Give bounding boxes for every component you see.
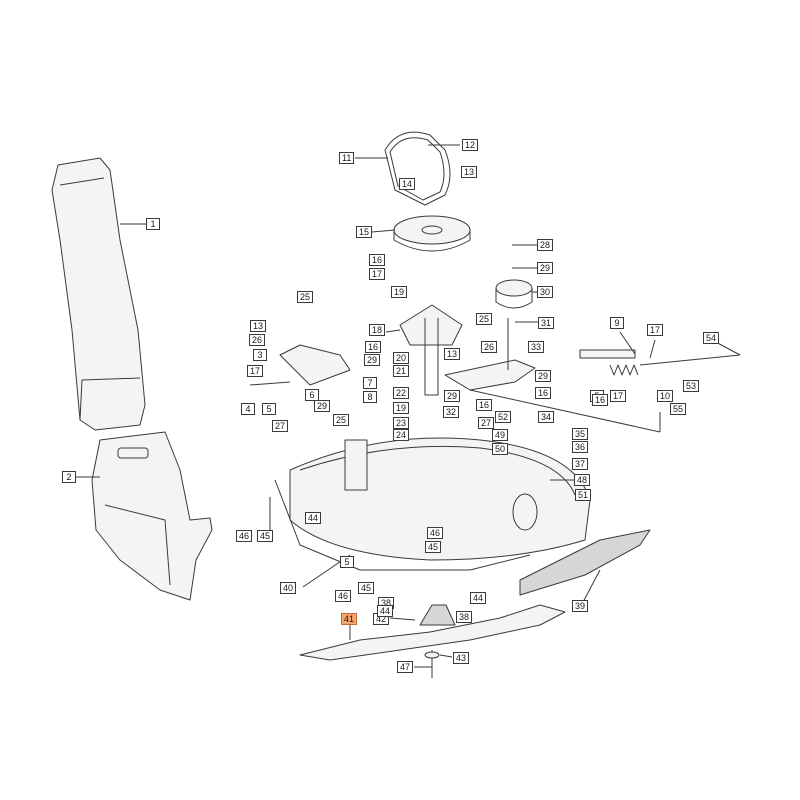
callout-29d: 29: [444, 390, 461, 402]
callout-47: 47: [397, 661, 414, 673]
callout-41-highlighted: 41: [341, 613, 358, 625]
callout-1: 1: [146, 218, 160, 230]
callout-16b: 16: [365, 341, 382, 353]
callout-8: 8: [363, 391, 377, 403]
callout-45b: 45: [425, 541, 442, 553]
callout-40: 40: [280, 582, 297, 594]
callout-5: 5: [262, 403, 276, 415]
callout-6: 6: [305, 389, 319, 401]
deflector-guard: [91, 431, 213, 601]
callout-30: 30: [537, 286, 554, 298]
callout-23: 23: [393, 417, 410, 429]
callout-4: 4: [241, 403, 255, 415]
callout-27: 27: [272, 420, 289, 432]
callout-46c: 46: [335, 590, 352, 602]
callout-53: 53: [683, 380, 700, 392]
callout-2: 2: [62, 471, 76, 483]
front-guard: [519, 529, 651, 596]
callout-46: 46: [236, 530, 253, 542]
blade-adapter: [419, 604, 456, 626]
discharge-chute: [51, 157, 146, 431]
callout-29b: 29: [364, 354, 381, 366]
callout-37: 37: [572, 458, 589, 470]
callout-3: 3: [253, 349, 267, 361]
callout-19: 19: [391, 286, 408, 298]
callout-35: 35: [572, 428, 589, 440]
callout-46b: 46: [427, 527, 444, 539]
callout-17: 17: [369, 268, 386, 280]
callout-5c: 5: [340, 556, 354, 568]
callout-16c: 16: [476, 399, 493, 411]
callout-17b: 17: [247, 365, 264, 377]
callout-27b: 27: [478, 417, 495, 429]
callout-54: 54: [703, 332, 720, 344]
callout-51: 51: [575, 489, 592, 501]
callout-25c: 25: [333, 414, 350, 426]
callout-17d: 17: [647, 324, 664, 336]
callout-12: 12: [462, 139, 479, 151]
callout-13: 13: [461, 166, 478, 178]
linkage-bracket: [279, 344, 351, 386]
callout-26b: 26: [481, 341, 498, 353]
callout-10: 10: [657, 390, 674, 402]
callout-38b: 38: [456, 611, 473, 623]
callout-9: 9: [610, 317, 624, 329]
callout-49: 49: [492, 429, 509, 441]
callout-36: 36: [572, 441, 589, 453]
callout-45: 45: [257, 530, 274, 542]
callout-52: 52: [495, 411, 512, 423]
deck-baffle: [274, 479, 531, 571]
callout-44b: 44: [377, 605, 394, 617]
callout-7: 7: [363, 377, 377, 389]
callout-25b: 25: [476, 313, 493, 325]
callout-15: 15: [356, 226, 373, 238]
callout-34: 34: [538, 411, 555, 423]
callout-28: 28: [537, 239, 554, 251]
drive-belt: [384, 131, 451, 206]
mower-blade: [299, 604, 566, 661]
callout-14: 14: [399, 178, 416, 190]
callout-20: 20: [393, 352, 410, 364]
callout-45c: 45: [358, 582, 375, 594]
callout-50: 50: [492, 443, 509, 455]
tension-rod: [639, 354, 741, 366]
callout-29: 29: [537, 262, 554, 274]
callout-43: 43: [453, 652, 470, 664]
callout-17c: 17: [610, 390, 627, 402]
callout-16e: 16: [592, 394, 609, 406]
callout-19b: 19: [393, 402, 410, 414]
callout-26: 26: [249, 334, 266, 346]
callout-29c: 29: [314, 400, 331, 412]
callout-13b: 13: [250, 320, 267, 332]
callout-16: 16: [369, 254, 386, 266]
callout-21: 21: [393, 365, 410, 377]
callout-25: 25: [297, 291, 314, 303]
callout-48: 48: [574, 474, 591, 486]
callout-33: 33: [528, 341, 545, 353]
spindle-housing: [399, 304, 463, 346]
callout-13c: 13: [444, 348, 461, 360]
callout-31: 31: [538, 317, 555, 329]
callout-29e: 29: [535, 370, 552, 382]
callout-18: 18: [369, 324, 386, 336]
callout-16d: 16: [535, 387, 552, 399]
callout-22: 22: [393, 387, 410, 399]
idler-arm: [444, 359, 536, 391]
callout-32: 32: [443, 406, 460, 418]
idler-pulley: [495, 279, 533, 297]
main-pulley: [393, 215, 471, 245]
callout-44: 44: [305, 512, 322, 524]
callout-55: 55: [670, 403, 687, 415]
callout-44c: 44: [470, 592, 487, 604]
callout-24: 24: [393, 429, 410, 441]
callout-11: 11: [339, 152, 355, 164]
callout-39: 39: [572, 600, 589, 612]
